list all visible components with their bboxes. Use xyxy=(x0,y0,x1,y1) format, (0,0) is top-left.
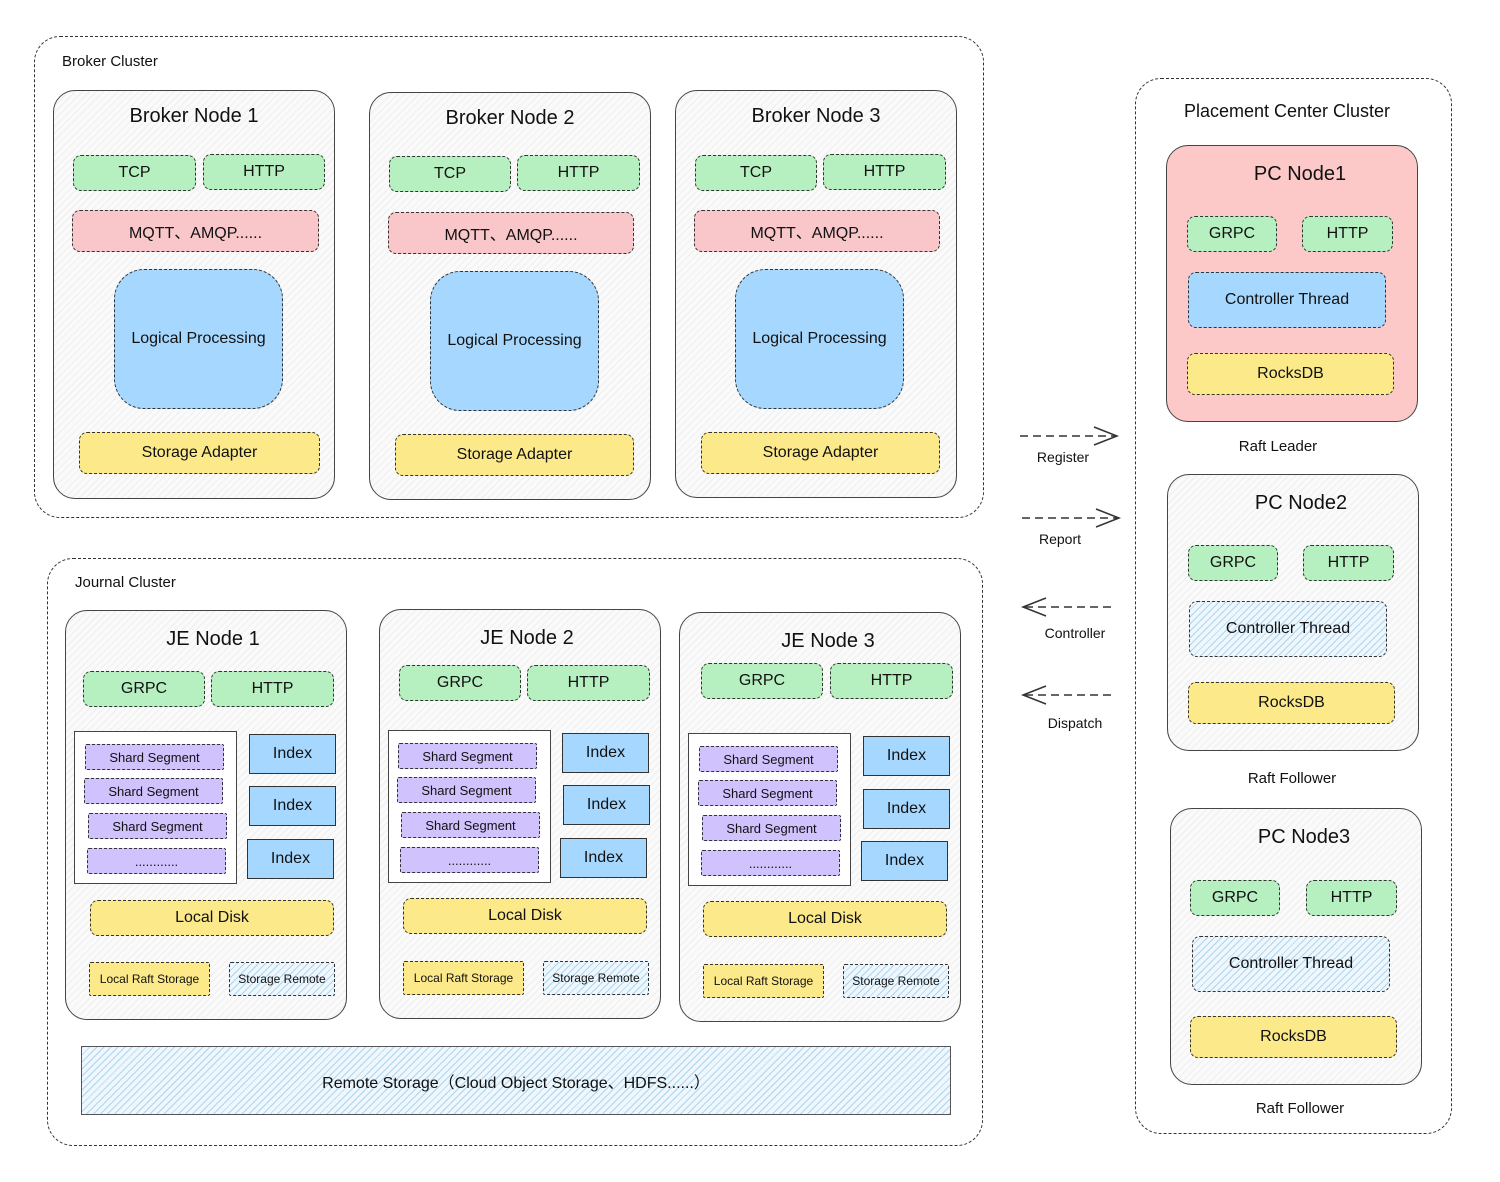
je-node-1-http: HTTP xyxy=(211,671,334,707)
broker-node-2-tcp: TCP xyxy=(389,156,511,192)
report-arrow-head xyxy=(1095,508,1122,528)
broker-cluster-label: Broker Cluster xyxy=(62,53,158,70)
broker-node-1-logic: Logical Processing xyxy=(114,269,283,409)
je-node-2-index-3: Index xyxy=(560,838,647,878)
je-node-3-local-disk: Local Disk xyxy=(703,901,947,937)
je-node-1-segment-4: ............ xyxy=(87,848,226,874)
remote-storage-label: Remote Storage（Cloud Object Storage、HDFS… xyxy=(322,1074,710,1092)
je-node-1-index-2: Index xyxy=(249,786,336,826)
je-node-3-segment-4: ............ xyxy=(701,850,840,876)
pc-node-1-title: PC Node1 xyxy=(1253,163,1347,185)
pc-node-1-grpc: GRPC xyxy=(1187,216,1277,252)
register-label: Register xyxy=(1036,449,1090,465)
broker-node-1-protocols: MQTT、AMQP...... xyxy=(72,210,319,252)
je-node-2-segment-3: Shard Segment xyxy=(401,812,540,838)
broker-node-2-storage: Storage Adapter xyxy=(395,434,634,476)
je-node-1-index-1: Index xyxy=(249,734,336,774)
je-node-1-segment-3: Shard Segment xyxy=(88,813,227,839)
je-node-2-http: HTTP xyxy=(527,665,650,701)
je-node-2-grpc: GRPC xyxy=(399,665,521,701)
report-label: Report xyxy=(1038,531,1082,547)
broker-node-3-http: HTTP xyxy=(823,154,946,190)
je-node-1-local-disk: Local Disk xyxy=(90,900,334,936)
controller-arrow-head xyxy=(1020,597,1047,617)
je-node-1-segment-2: Shard Segment xyxy=(84,778,223,804)
broker-node-3-logic: Logical Processing xyxy=(735,269,904,409)
je-node-2-local-disk: Local Disk xyxy=(403,898,647,934)
je-node-2-local-raft: Local Raft Storage xyxy=(403,961,524,995)
pc-node-1-http: HTTP xyxy=(1302,216,1393,252)
placement-cluster-label: Placement Center Cluster xyxy=(1183,101,1391,121)
je-node-3-storage-remote: Storage Remote xyxy=(843,964,949,998)
broker-node-3-title: Broker Node 3 xyxy=(751,105,881,127)
je-node-3-title: JE Node 3 xyxy=(781,630,875,652)
pc-node-2-title: PC Node2 xyxy=(1254,492,1348,514)
journal-cluster-label: Journal Cluster xyxy=(75,574,176,591)
pc-node-2-role: Raft Follower xyxy=(1247,770,1337,787)
broker-node-2-title: Broker Node 2 xyxy=(445,107,575,129)
pc-node-1-role: Raft Leader xyxy=(1238,438,1318,455)
broker-node-2-protocols: MQTT、AMQP...... xyxy=(388,212,634,254)
broker-node-3-storage: Storage Adapter xyxy=(701,432,940,474)
pc-node-3-title: PC Node3 xyxy=(1257,826,1351,848)
je-node-3-segment-3: Shard Segment xyxy=(702,815,841,841)
broker-node-1-title: Broker Node 1 xyxy=(129,105,259,127)
je-node-2-storage-remote: Storage Remote xyxy=(543,961,649,995)
broker-node-2-http: HTTP xyxy=(517,155,640,191)
journal-cluster xyxy=(47,558,983,1146)
je-node-1-local-raft: Local Raft Storage xyxy=(89,962,210,996)
je-node-1-storage-remote: Storage Remote xyxy=(229,962,335,996)
pc-node-2-controller: Controller Thread xyxy=(1189,601,1387,657)
je-node-1-grpc: GRPC xyxy=(83,671,205,707)
pc-node-3-role: Raft Follower xyxy=(1255,1100,1345,1117)
pc-node-3-http: HTTP xyxy=(1306,880,1397,916)
je-node-3-index-2: Index xyxy=(863,789,950,829)
broker-cluster xyxy=(34,36,984,518)
je-node-3-grpc: GRPC xyxy=(701,663,823,699)
broker-node-3-tcp: TCP xyxy=(695,155,817,191)
je-node-3-index-1: Index xyxy=(863,736,950,776)
broker-node-1-tcp: TCP xyxy=(73,155,196,191)
je-node-2-segment-4: ............ xyxy=(400,847,539,873)
register-arrow-head xyxy=(1093,426,1120,446)
broker-node-3-protocols: MQTT、AMQP...... xyxy=(694,210,940,252)
pc-node-2-http: HTTP xyxy=(1303,545,1394,581)
remote-storage: Remote Storage（Cloud Object Storage、HDFS… xyxy=(81,1046,951,1115)
je-node-1-segment-1: Shard Segment xyxy=(85,744,224,770)
pc-node-2-grpc: GRPC xyxy=(1188,545,1278,581)
controller-label: Controller xyxy=(1044,625,1106,641)
placement-cluster xyxy=(1135,78,1452,1134)
je-node-2-segment-1: Shard Segment xyxy=(398,743,537,769)
pc-node-3-rocksdb: RocksDB xyxy=(1190,1016,1397,1058)
dispatch-arrow-head xyxy=(1020,685,1047,705)
je-node-3-http: HTTP xyxy=(830,663,953,699)
je-node-2-index-2: Index xyxy=(563,785,650,825)
je-node-2-index-1: Index xyxy=(562,733,649,773)
je-node-2-segment-2: Shard Segment xyxy=(397,777,536,803)
broker-node-1-http: HTTP xyxy=(203,154,325,190)
je-node-1-title: JE Node 1 xyxy=(166,628,260,650)
je-node-3-local-raft: Local Raft Storage xyxy=(703,964,824,998)
je-node-3-segment-1: Shard Segment xyxy=(699,746,838,772)
je-node-3-index-3: Index xyxy=(861,841,948,881)
je-node-1-index-3: Index xyxy=(247,839,334,879)
pc-node-2-rocksdb: RocksDB xyxy=(1188,682,1395,724)
je-node-2-title: JE Node 2 xyxy=(480,627,574,649)
arrows-svg xyxy=(1020,426,1122,705)
dispatch-label: Dispatch xyxy=(1047,715,1103,731)
broker-node-1-storage: Storage Adapter xyxy=(79,432,320,474)
je-node-3-segment-2: Shard Segment xyxy=(698,780,837,806)
pc-node-1-rocksdb: RocksDB xyxy=(1187,353,1394,395)
pc-node-3-controller: Controller Thread xyxy=(1192,936,1390,992)
broker-node-2-logic: Logical Processing xyxy=(430,271,599,411)
pc-node-1-controller: Controller Thread xyxy=(1188,272,1386,328)
pc-node-3-grpc: GRPC xyxy=(1190,880,1280,916)
